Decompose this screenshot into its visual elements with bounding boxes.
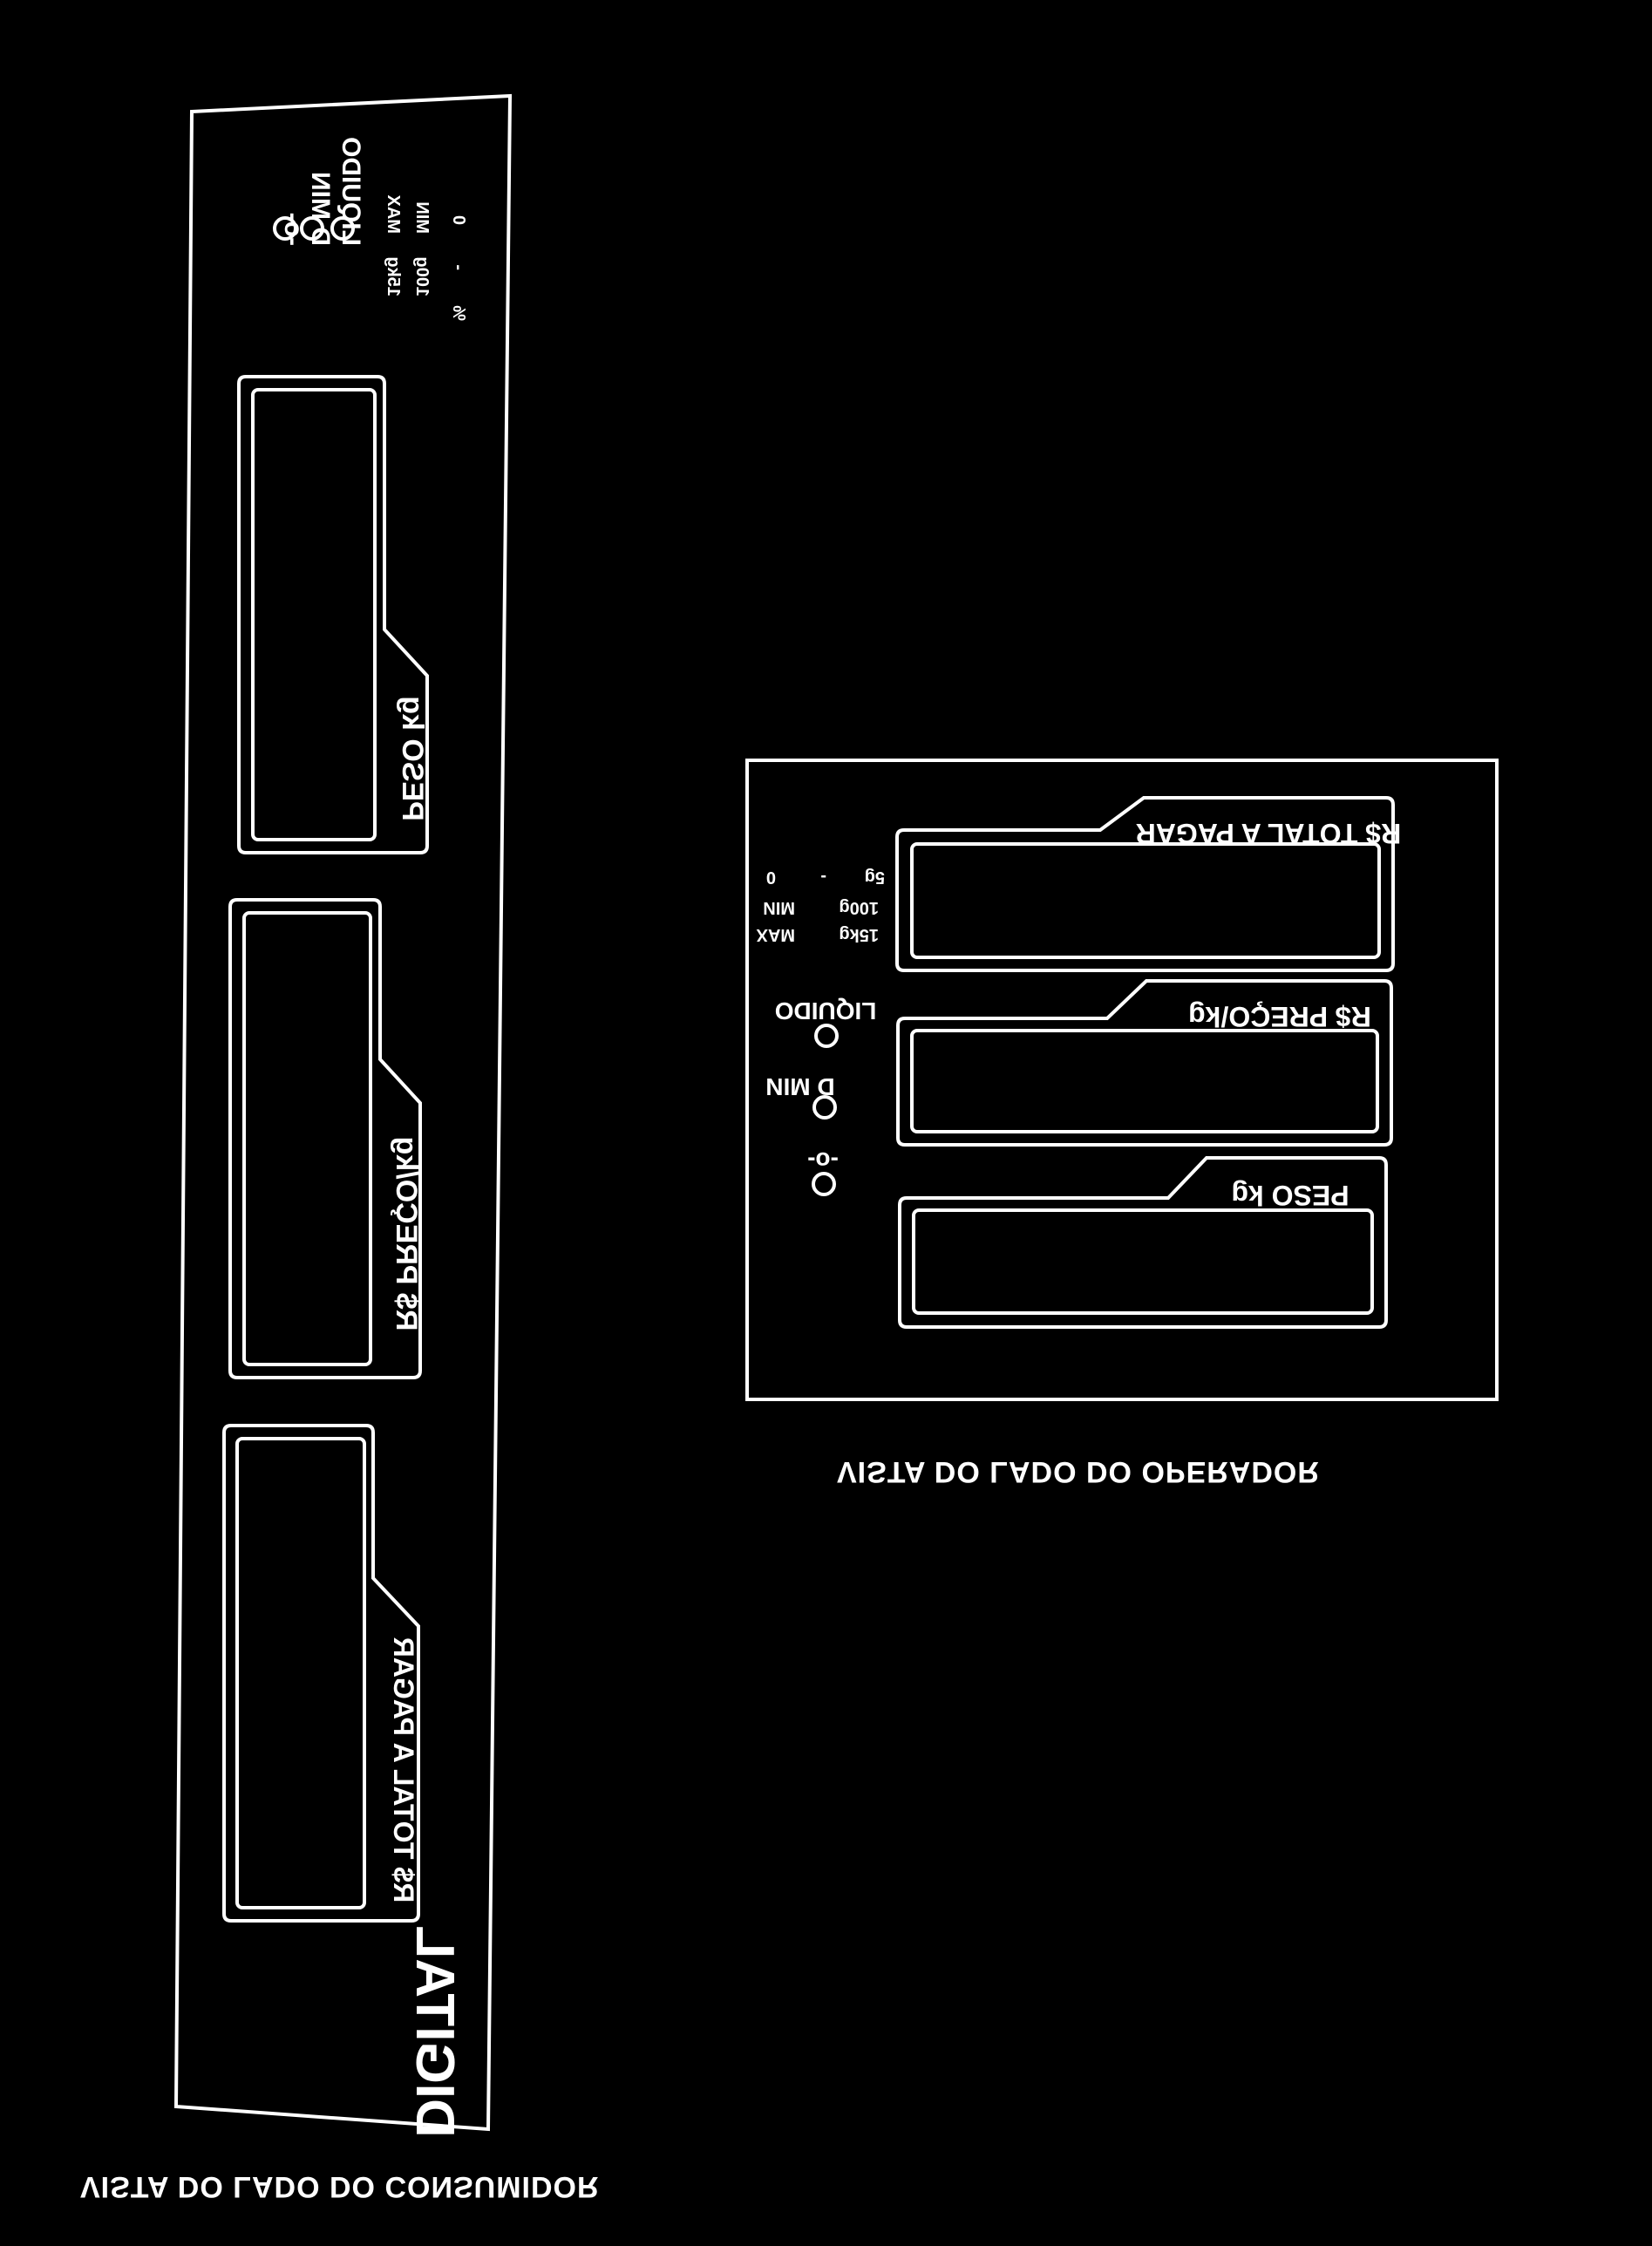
consumer-spec-block: MAX 15kg MIN 100g 0 - % bbox=[384, 194, 468, 321]
consumer-view-caption: VISTA DO LADO DO CONSUMIDOR bbox=[80, 2170, 600, 2203]
consumer-display-peso-window bbox=[251, 388, 377, 841]
consumer-display-total-window bbox=[235, 1437, 366, 1909]
brand-logo-text: DIGITAL bbox=[405, 1925, 465, 2137]
spec-text: - bbox=[820, 868, 826, 887]
indicator-led bbox=[812, 1095, 837, 1120]
operator-panel-outline bbox=[745, 759, 1499, 1401]
operator-display-preco-label: R$ PREÇO/kg bbox=[1188, 1001, 1371, 1032]
spec-text: 100g bbox=[839, 898, 879, 917]
spec-text: MIN bbox=[412, 201, 432, 234]
operator-display-total: R$ TOTAL A PAGAR bbox=[895, 796, 1402, 972]
consumer-display-peso: PESO kg bbox=[237, 375, 429, 854]
consumer-panel-outline bbox=[173, 93, 513, 2132]
spec-text: 15kg bbox=[384, 256, 403, 296]
consumer-display-total: R$ TOTAL A PAGAR bbox=[222, 1424, 420, 1923]
indicator-led bbox=[330, 216, 355, 241]
operator-indicator-zero: -o- bbox=[807, 1147, 839, 1174]
spec-text: MAX bbox=[756, 925, 795, 944]
operator-indicators: LIQUIDO D MIN -o- bbox=[765, 997, 877, 1196]
consumer-display-preco: R$ PREÇO/kg bbox=[228, 898, 423, 1379]
operator-view-caption: VISTA DO LADO DO OPERADOR bbox=[837, 1455, 1320, 1488]
operator-display-peso-label: PESO kg bbox=[1231, 1180, 1349, 1211]
consumer-indicator-liquido: LIQUIDO bbox=[337, 137, 365, 246]
consumer-display-preco-window bbox=[242, 911, 372, 1366]
consumer-panel: PESO kg R$ PREÇO/kg R$ TOTAL A PAGAR LIQ… bbox=[173, 93, 513, 2138]
operator-display-total-window bbox=[910, 842, 1381, 959]
consumer-display-peso-label: PESO kg bbox=[396, 696, 429, 821]
operator-display-preco: R$ PREÇO/kg bbox=[896, 979, 1393, 1147]
operator-indicator-liquido: LIQUIDO bbox=[775, 997, 877, 1024]
spec-text: 100g bbox=[412, 256, 432, 296]
consumer-indicators: LIQUIDO D MIN -o- bbox=[273, 137, 365, 246]
spec-text: % bbox=[449, 305, 468, 321]
operator-display-peso: PESO kg bbox=[898, 1156, 1388, 1329]
operator-display-total-label: R$ TOTAL A PAGAR bbox=[1136, 818, 1402, 849]
indicator-led bbox=[273, 216, 297, 241]
consumer-brand-logo: DIGITAL bbox=[405, 1925, 465, 2137]
operator-display-preco-window bbox=[910, 1029, 1379, 1133]
operator-panel: R$ TOTAL A PAGAR R$ PREÇO/kg PESO kg LIQ… bbox=[745, 759, 1499, 1401]
operator-display-peso-window bbox=[912, 1208, 1374, 1315]
operator-spec-block: 0 - 5g MIN 100g MAX 15kg bbox=[756, 868, 885, 944]
spec-text: - bbox=[449, 264, 468, 270]
consumer-indicator-dmin: D MIN bbox=[306, 172, 335, 246]
consumer-display-total-label: R$ TOTAL A PAGAR bbox=[388, 1637, 419, 1903]
indicator-led bbox=[812, 1172, 836, 1196]
spec-text: MAX bbox=[384, 194, 403, 234]
spec-text: 15kg bbox=[839, 925, 879, 944]
consumer-indicator-zero: -o- bbox=[279, 213, 308, 246]
indicator-led bbox=[814, 1024, 839, 1048]
spec-text: MIN bbox=[763, 898, 795, 917]
spec-text: 0 bbox=[449, 215, 468, 225]
consumer-display-preco-label: R$ PREÇO/kg bbox=[390, 1137, 423, 1331]
indicator-led bbox=[300, 216, 324, 241]
spec-text: 5g bbox=[865, 868, 885, 887]
spec-text: 0 bbox=[766, 868, 776, 887]
